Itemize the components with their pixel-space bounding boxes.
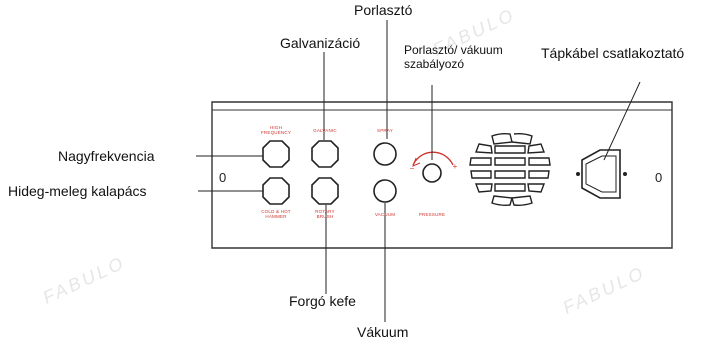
pressure-dial-arc	[412, 151, 454, 166]
label-tapkabel: Tápkábel csatlakoztató	[541, 45, 685, 61]
pressure-minus: −	[409, 164, 415, 173]
panel-label-spray: SPRAY	[377, 128, 393, 133]
label-porlaszto: Porlasztó	[354, 2, 413, 18]
socket-galvanic	[311, 140, 339, 168]
socket-high-frequency	[262, 140, 290, 168]
power-connector	[581, 149, 621, 199]
panel-label-galvanic: GALVANIC	[313, 128, 337, 133]
panel-label-cold-hot: COLD & HOT HAMMER	[261, 209, 291, 219]
label-porlaszto-vakuum-2: szabályozó	[404, 57, 465, 71]
panel-label-rotary: ROTARY BRUSH	[315, 209, 335, 219]
panel-label-high-frequency: HIGH FREQUENCY	[260, 125, 292, 135]
label-forgo-kefe: Forgó kefe	[289, 293, 356, 309]
port-spray	[373, 142, 397, 166]
label-galvanizacio: Galvanizáció	[280, 35, 361, 51]
panel-label-vacuum: VACUUM	[374, 212, 396, 217]
speaker-grille	[469, 133, 551, 206]
panel-label-pressure: PRESSURE	[418, 212, 446, 217]
pressure-plus: +	[452, 162, 458, 171]
socket-rotary-brush	[311, 177, 339, 205]
label-nagyfrekvencia: Nagyfrekvencia	[58, 148, 155, 164]
port-vacuum	[373, 179, 397, 203]
leader-tapkabel	[603, 81, 641, 161]
side-mark-left: 0	[219, 170, 227, 185]
side-mark-right: 0	[655, 170, 663, 185]
pressure-knob	[422, 163, 442, 183]
panel-outline	[211, 101, 673, 249]
label-hideg-meleg: Hideg-meleg kalapács	[8, 183, 147, 199]
label-porlaszto-vakuum-1: Porlasztó/ vákuum	[404, 43, 503, 57]
label-vakuum: Vákuum	[357, 324, 409, 340]
socket-cold-hot-hammer	[262, 177, 290, 205]
